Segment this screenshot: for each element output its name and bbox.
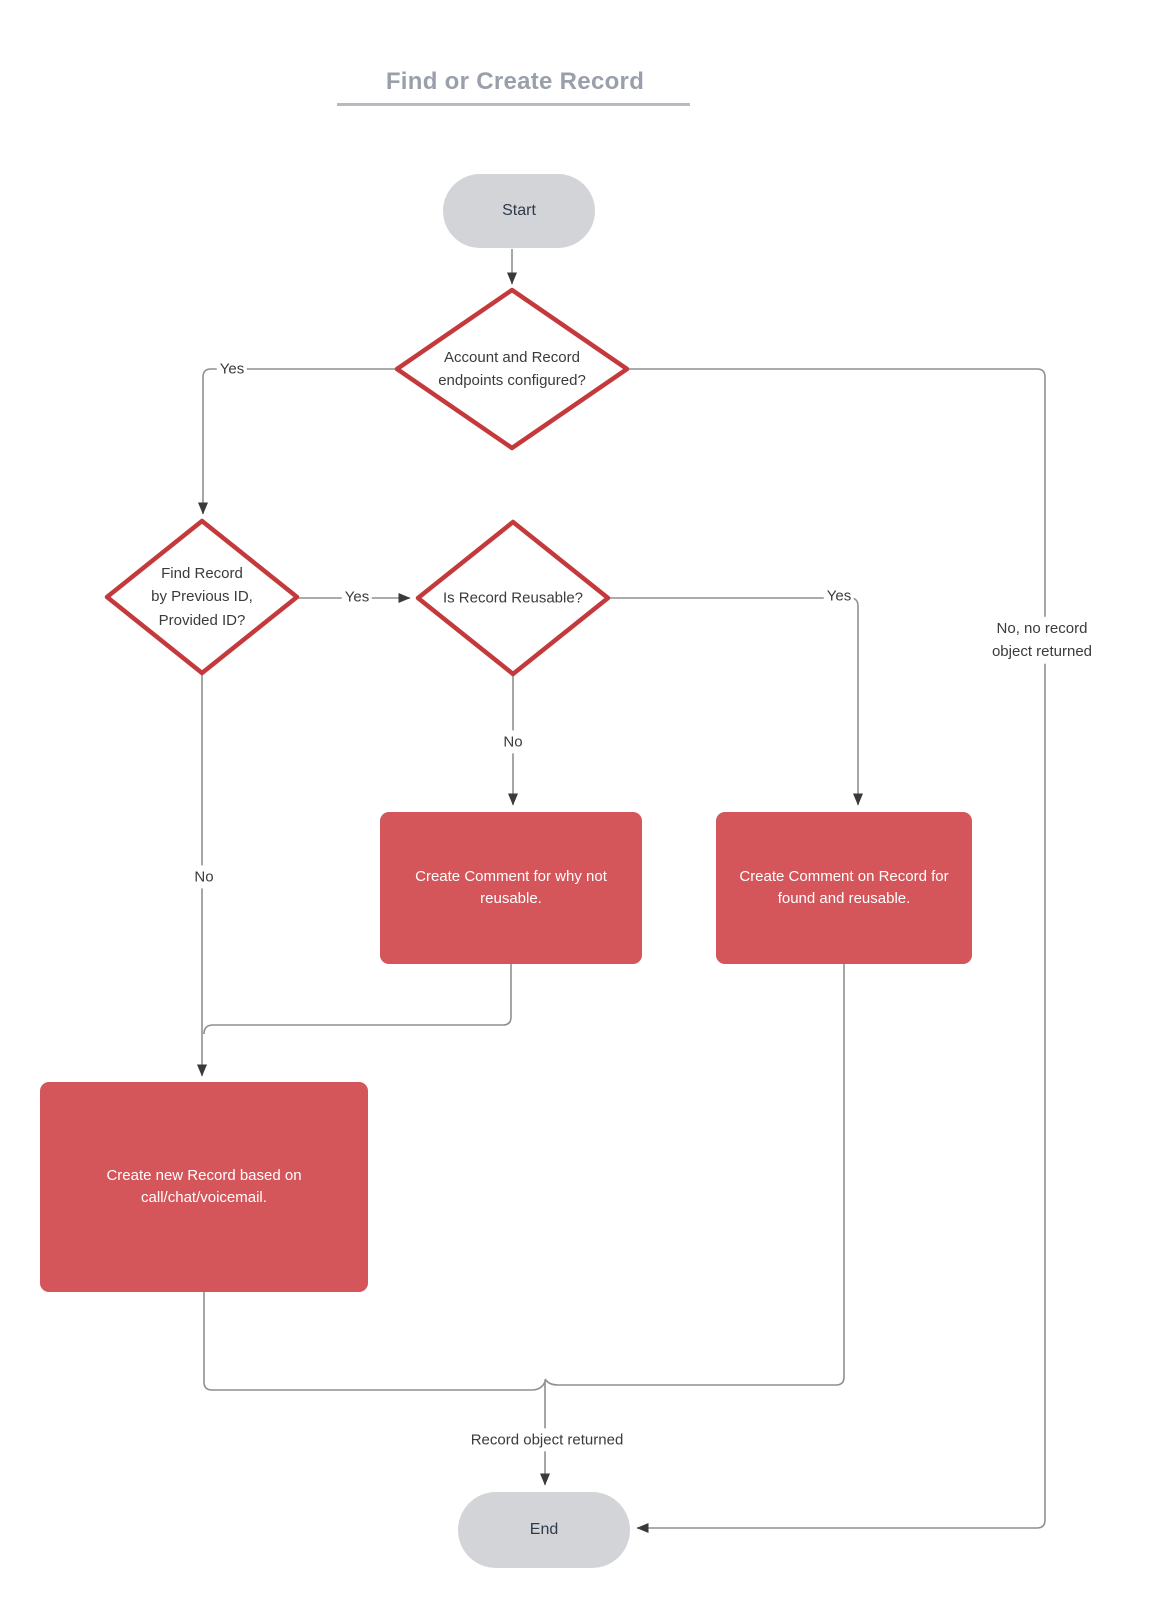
diagram-title: Find or Create Record: [385, 68, 645, 95]
process-create-comment-found-reusable: Create Comment on Record for found and r…: [716, 812, 972, 964]
edge-label-no-found: No: [191, 865, 217, 889]
connector-configured-no-to-end: [627, 368, 1046, 1533]
edge-label-yes-reusable: Yes: [823, 584, 855, 608]
start-node: Start: [443, 174, 595, 248]
decision-find-record-label: Find Record by Previous ID, Provided ID?: [151, 565, 253, 629]
process-create-new-record: Create new Record based on call/chat/voi…: [40, 1082, 368, 1292]
process-create-comment-not-reusable: Create Comment for why not reusable.: [380, 812, 642, 964]
edge-label-no-reusable: No: [500, 730, 526, 754]
end-node: End: [458, 1492, 630, 1568]
decision-is-reusable-label: Is Record Reusable?: [442, 589, 584, 607]
edge-label-no-record-object-returned: No, no record object returned: [977, 616, 1107, 664]
start-node-label: Start: [502, 202, 536, 219]
connector-comment-found-to-merge: [544, 964, 845, 1386]
edge-label-yes-configured: Yes: [216, 357, 248, 381]
decision-endpoints-configured-label: Account and Record endpoints configured?: [438, 348, 586, 389]
edge-label-record-object-returned: Record object returned: [467, 1428, 627, 1452]
connector-comment-not-reusable-join: [203, 964, 512, 1035]
connector-reusable-yes-to-comment-found: [608, 597, 863, 806]
connector-configured-yes-to-find-record: [198, 368, 397, 515]
end-node-label: End: [529, 1521, 559, 1538]
title-underline: [337, 103, 690, 106]
decision-is-reusable-shape: [415, 519, 611, 677]
connector-create-new-to-merge: [203, 1292, 546, 1391]
edge-label-yes-found: Yes: [341, 585, 373, 609]
decision-find-record-shape: [104, 518, 300, 676]
decision-endpoints-configured-shape: [394, 287, 630, 451]
